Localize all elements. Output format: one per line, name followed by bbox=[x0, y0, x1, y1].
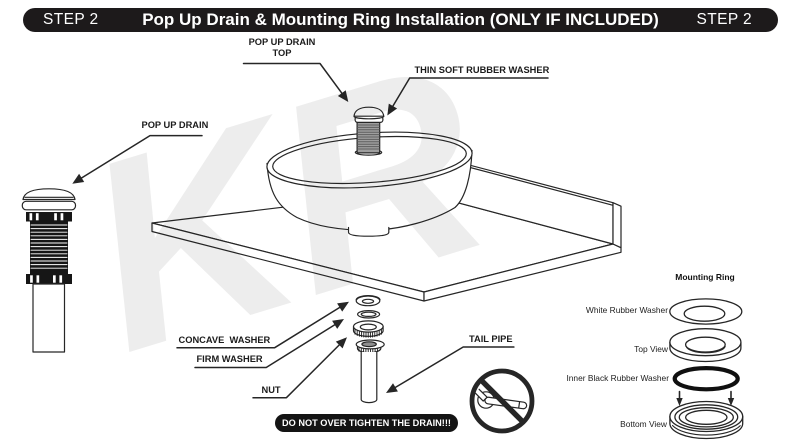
label-firm-washer: FIRM WASHER bbox=[196, 354, 263, 364]
mounting-ring-top-view-part bbox=[669, 328, 742, 363]
no-wrench-sign bbox=[469, 368, 535, 434]
mounting-ring-bottom-view-part bbox=[669, 400, 744, 440]
countertop bbox=[151, 150, 622, 302]
page-title: Pop Up Drain & Mounting Ring Installatio… bbox=[142, 9, 659, 29]
label-pop-up-drain: POP UP DRAIN bbox=[141, 120, 209, 130]
transfer-arrows bbox=[676, 390, 735, 406]
warning-pill: DO NOT OVER TIGHTEN THE DRAIN!!! bbox=[275, 413, 458, 432]
step-label-right: STEP 2 bbox=[696, 10, 752, 28]
white-rubber-washer-part bbox=[669, 298, 743, 325]
warning-text: DO NOT OVER TIGHTEN THE DRAIN!!! bbox=[282, 417, 451, 428]
inner-black-rubber-washer-part bbox=[672, 366, 740, 392]
pop-up-drain-assembly bbox=[21, 188, 77, 353]
vessel-sink-bowl bbox=[266, 131, 473, 237]
label-nut: NUT bbox=[261, 385, 281, 395]
label-inner-black-rubber-washer: Inner Black Rubber Washer bbox=[566, 372, 669, 383]
step-label-left: STEP 2 bbox=[43, 10, 99, 28]
label-white-rubber-washer: White Rubber Washer bbox=[585, 305, 668, 315]
mounting-ring-heading: Mounting Ring bbox=[675, 271, 735, 282]
label-pop-up-drain-top-line2: TOP bbox=[272, 47, 292, 58]
label-pop-up-drain-top-line1: POP UP DRAIN bbox=[248, 36, 316, 47]
concave-washer-part bbox=[355, 295, 381, 307]
label-bottom-view: Bottom View bbox=[620, 418, 667, 429]
firm-washer-part bbox=[357, 309, 381, 319]
label-tail-pipe: TAIL PIPE bbox=[469, 334, 513, 344]
callout-lines bbox=[72, 62, 549, 399]
label-top-view: Top View bbox=[634, 344, 668, 354]
tail-pipe-part bbox=[355, 339, 385, 404]
label-thin-soft-rubber-washer: THIN SOFT RUBBER WASHER bbox=[414, 64, 550, 75]
nut-part bbox=[352, 320, 384, 338]
drain-top-in-bowl bbox=[353, 106, 385, 156]
header-bar: STEP 2 Pop Up Drain & Mounting Ring Inst… bbox=[23, 8, 778, 32]
label-concave-washer: CONCAVE WASHER bbox=[178, 335, 271, 345]
